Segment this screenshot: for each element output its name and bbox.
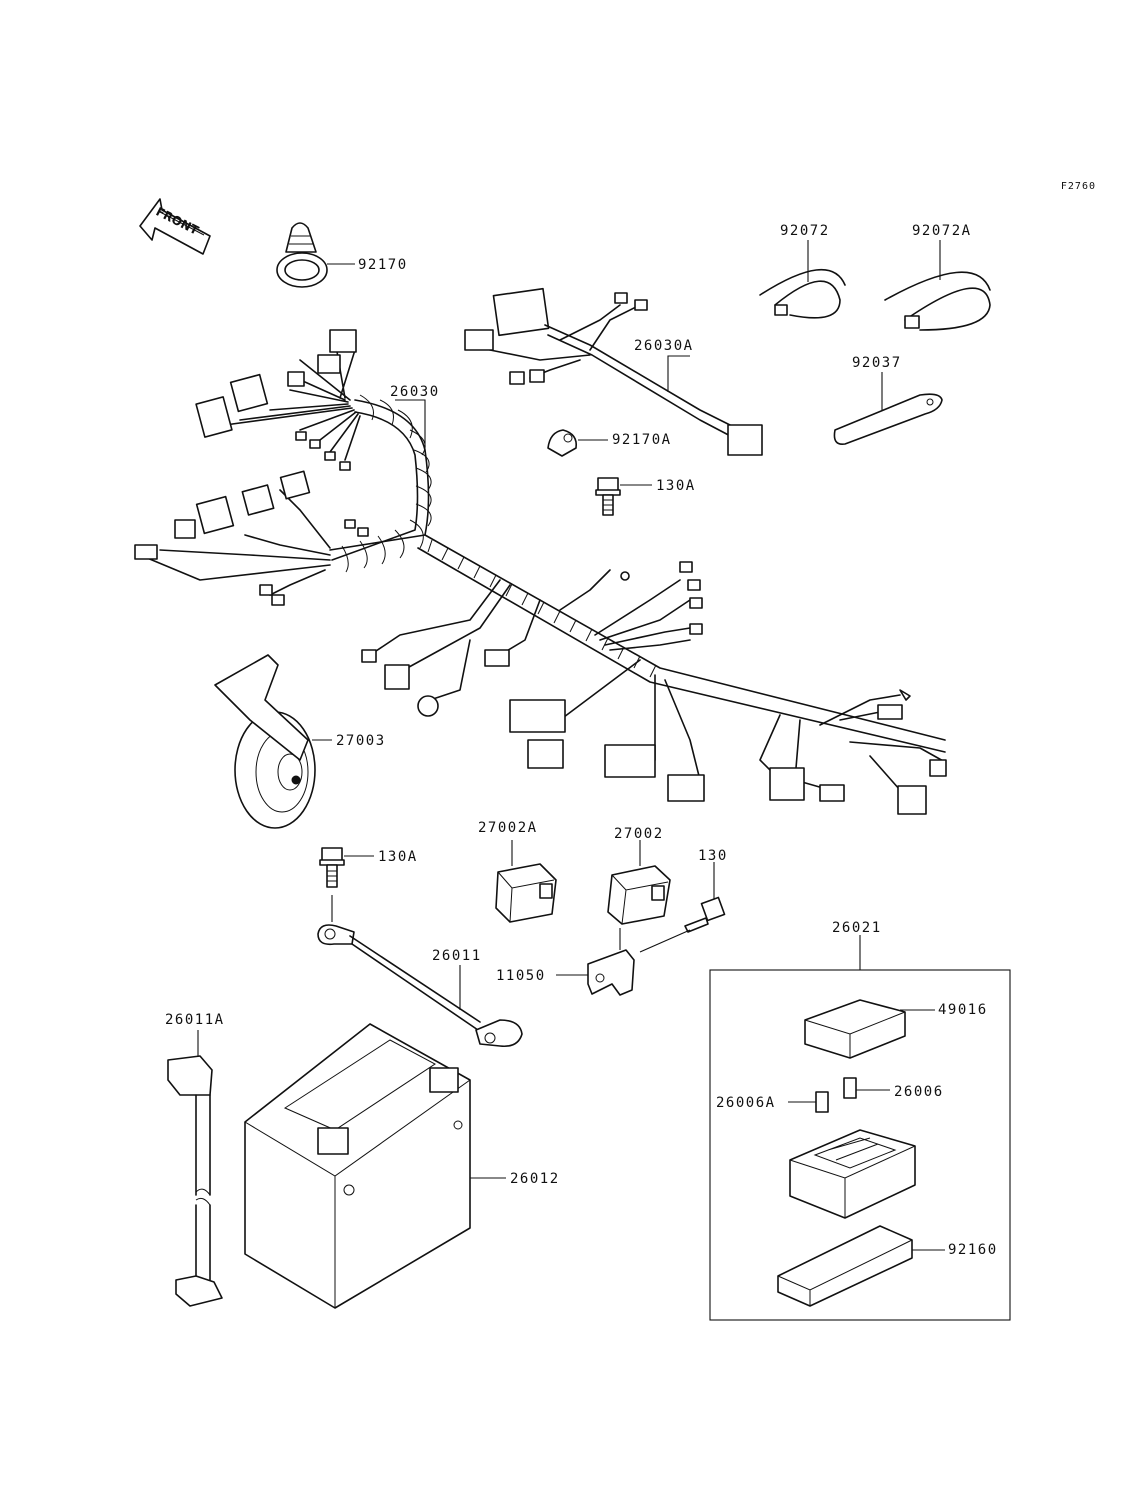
leader-26030 — [395, 399, 426, 450]
bolt-130A-mid — [319, 847, 374, 922]
part-label-26006A: 26006A — [716, 1095, 776, 1111]
part-label-130A-top: 130A — [656, 478, 696, 494]
part-label-92170A: 92170A — [612, 432, 672, 448]
fuse-box-assembly-26021 — [709, 935, 1011, 1321]
part-label-26021: 26021 — [832, 920, 882, 936]
horn-27003 — [214, 654, 332, 829]
sub-harness-26030A — [464, 287, 763, 456]
part-label-130A-mid: 130A — [378, 849, 418, 865]
part-label-49016: 49016 — [938, 1002, 988, 1018]
diagram-ref-code: F2760 — [1061, 181, 1096, 192]
bolt-130 — [639, 862, 726, 953]
part-label-26030: 26030 — [390, 384, 440, 400]
relay-27002A — [495, 840, 557, 923]
part-label-27002A: 27002A — [478, 820, 538, 836]
part-label-26011: 26011 — [432, 948, 482, 964]
part-label-27003: 27003 — [336, 733, 386, 749]
part-label-26006: 26006 — [894, 1084, 944, 1100]
front-direction-arrow: FRONT — [139, 198, 211, 255]
part-label-92160: 92160 — [948, 1242, 998, 1258]
bracket-11050 — [556, 949, 635, 996]
part-label-92072A: 92072A — [912, 223, 972, 239]
clamp-92170 — [276, 222, 355, 288]
part-label-26012: 26012 — [510, 1171, 560, 1187]
strap-92037 — [833, 372, 943, 446]
relay-27002 — [607, 840, 671, 950]
part-label-130: 130 — [698, 848, 728, 864]
lead-26011 — [317, 924, 523, 1048]
leader-26030A — [667, 355, 690, 392]
clamp-92170A — [547, 429, 608, 457]
cable-tie-92072A — [884, 240, 991, 331]
part-label-27002: 27002 — [614, 826, 664, 842]
part-label-26030A: 26030A — [634, 338, 694, 354]
battery-26012 — [244, 1023, 506, 1309]
part-label-92037: 92037 — [852, 355, 902, 371]
part-label-92170: 92170 — [358, 257, 408, 273]
part-label-26011A: 26011A — [165, 1012, 225, 1028]
lead-26011A — [167, 1030, 223, 1307]
main-harness-26030 — [134, 329, 947, 815]
part-label-11050: 11050 — [496, 968, 546, 984]
cable-tie-92072 — [759, 240, 846, 319]
part-label-92072: 92072 — [780, 223, 830, 239]
bolt-130A-top — [595, 477, 652, 516]
